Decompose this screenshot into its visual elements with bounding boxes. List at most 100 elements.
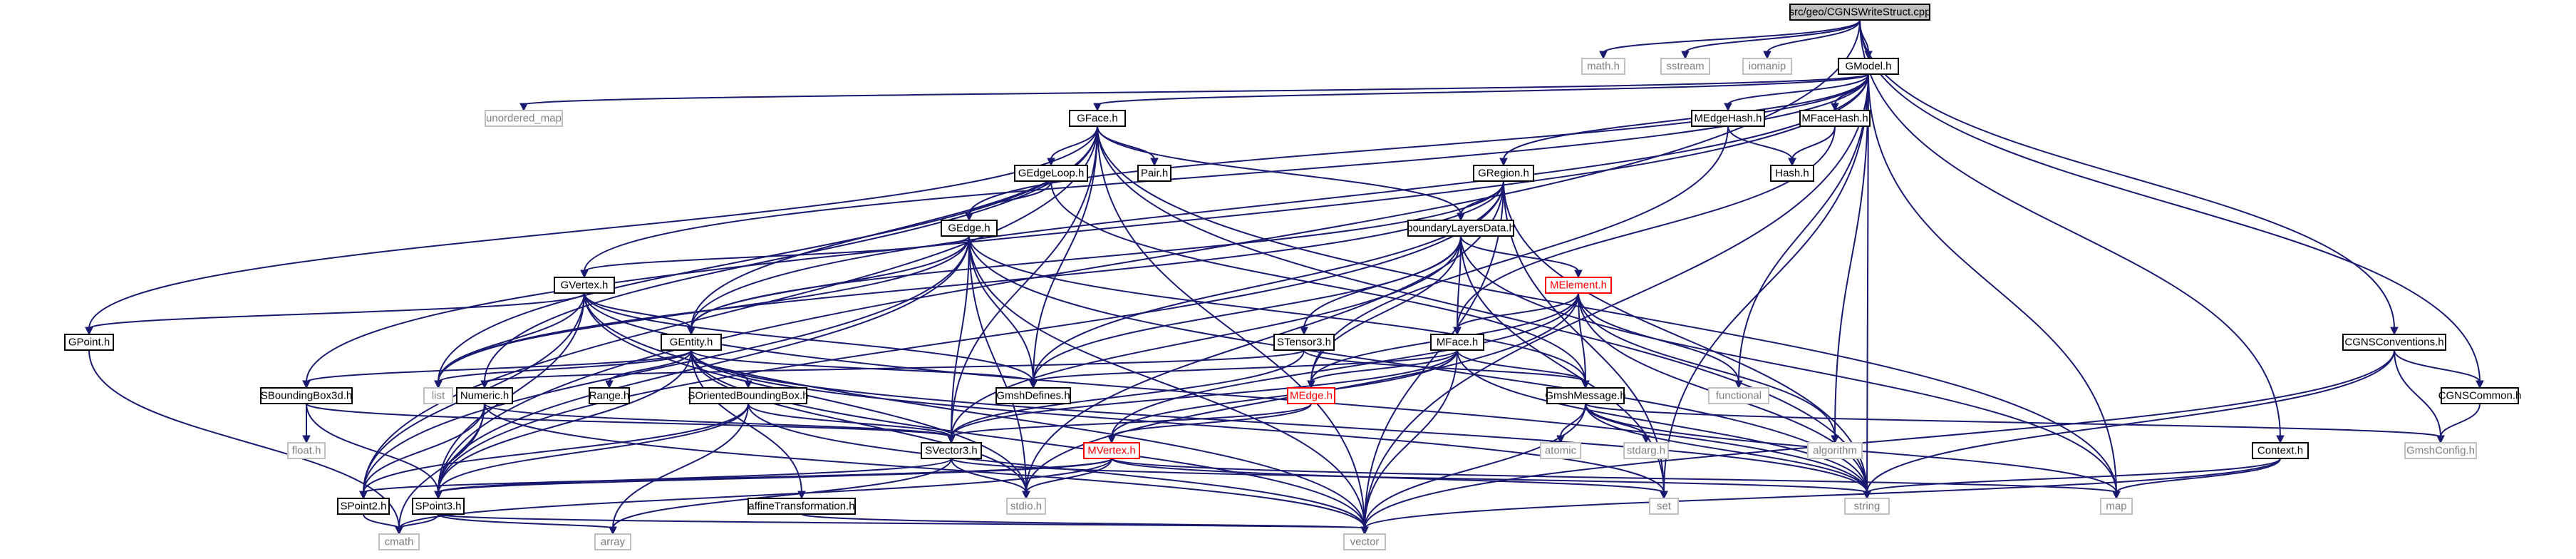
edge-GModel-to-GFace (1097, 73, 1869, 106)
arrowhead-MFace-to-MEdge (1307, 380, 1315, 389)
node-GEdgeLoop[interactable]: GEdgeLoop.h (1014, 165, 1088, 182)
node-MEdge[interactable]: MEdge.h (1287, 387, 1335, 404)
node-GmshMessage[interactable]: GmshMessage.h (1545, 387, 1626, 404)
edge-MVertex-to-set (1111, 458, 1665, 493)
node-MFace[interactable]: MFace.h (1430, 334, 1484, 351)
node-box-SOrientedBoundingBox[interactable] (689, 387, 807, 404)
edge-GEntity-to-vector (690, 349, 1365, 529)
node-box-MFaceHash[interactable] (1799, 110, 1871, 127)
node-box-Numeric[interactable] (456, 387, 513, 404)
edge-GVertex-to-string (584, 292, 1868, 493)
edge-SPoint3-to-vector (438, 513, 1365, 529)
node-label-root: src/geo/CGNSWriteStruct.cpp (1789, 6, 1931, 19)
node-Hash[interactable]: Hash.h (1770, 165, 1814, 182)
arrowhead-Context-to-map (2112, 491, 2121, 500)
node-box-MEdge[interactable] (1287, 387, 1335, 404)
node-label-set: set (1657, 501, 1672, 513)
edge-GEdge-to-vector (968, 235, 1365, 529)
arrowhead-affineTransformation-to-vector (1360, 526, 1369, 535)
node-label-sstream: sstream (1666, 61, 1704, 73)
node-box-MFace[interactable] (1430, 334, 1484, 351)
node-box-GFace[interactable] (1069, 110, 1126, 127)
node-MFaceHash[interactable]: MFaceHash.h (1799, 110, 1871, 127)
node-MElement[interactable]: MElement.h (1545, 277, 1612, 294)
node-box-math_h (1581, 58, 1625, 75)
node-box-Hash[interactable] (1770, 165, 1814, 182)
node-box-SBoundingBox3d[interactable] (260, 387, 353, 404)
node-box-Pair[interactable] (1137, 165, 1171, 182)
node-GRegion[interactable]: GRegion.h (1473, 165, 1534, 182)
node-label-Range: Range.h (589, 390, 630, 402)
node-MVertex[interactable]: MVertex.h (1083, 442, 1140, 459)
node-SBoundingBox3d[interactable]: SBoundingBox3d.h (260, 387, 353, 404)
node-GEntity[interactable]: GEntity.h (661, 334, 722, 351)
arrowhead-root-to-sstream (1681, 51, 1690, 60)
node-GEdge[interactable]: GEdge.h (941, 220, 998, 237)
node-GPoint[interactable]: GPoint.h (64, 334, 114, 351)
node-SPoint2[interactable]: SPoint2.h (337, 498, 390, 515)
node-SVector3[interactable]: SVector3.h (921, 442, 982, 459)
edge-GRegion-to-GmshDefines (1033, 180, 1504, 383)
node-box-Context[interactable] (2252, 442, 2309, 459)
node-box-GRegion[interactable] (1473, 165, 1534, 182)
node-label-GEdgeLoop: GEdgeLoop.h (1018, 168, 1085, 180)
node-MEdgeHash[interactable]: MEdgeHash.h (1691, 110, 1765, 127)
edge-GModel-to-GEntity (690, 73, 1869, 329)
node-box-GmshMessage[interactable] (1546, 387, 1625, 404)
edge-GRegion-to-SPoint3 (438, 180, 1504, 493)
edge-GVertex-to-vector (584, 292, 1365, 529)
edge-STensor3-to-GmshMessage (1303, 349, 1586, 383)
edge-MFace-to-GmshDefines (1033, 349, 1458, 383)
node-root[interactable]: src/geo/CGNSWriteStruct.cpp (1789, 4, 1931, 21)
node-CGNSConventions[interactable]: CGNSConventions.h (2342, 334, 2446, 351)
edge-Numeric-to-SPoint2 (363, 403, 485, 493)
node-box-GEdgeLoop[interactable] (1014, 165, 1088, 182)
edge-GEdge-to-SPoint2 (363, 235, 970, 493)
edge-MFace-to-GmshMessage (1457, 349, 1586, 383)
node-Context[interactable]: Context.h (2252, 442, 2309, 459)
node-box-Range[interactable] (589, 387, 630, 404)
node-box-MEdgeHash[interactable] (1691, 110, 1765, 127)
node-box-SPoint2[interactable] (337, 498, 390, 515)
node-box-boundaryLayersData[interactable] (1407, 220, 1514, 237)
node-box-STensor3[interactable] (1273, 334, 1335, 351)
node-box-root[interactable] (1789, 4, 1930, 21)
node-box-GmshDefines[interactable] (995, 387, 1071, 404)
node-GVertex[interactable]: GVertex.h (554, 277, 615, 294)
node-GModel[interactable]: GModel.h (1838, 58, 1899, 75)
node-box-GVertex[interactable] (554, 277, 615, 294)
node-box-CGNSCommon[interactable] (2441, 387, 2519, 404)
arrowhead-MVertex-to-SPoint3 (434, 491, 443, 500)
node-Range[interactable]: Range.h (589, 387, 630, 404)
node-Numeric[interactable]: Numeric.h (456, 387, 513, 404)
edge-GModel-to-string (1866, 73, 1869, 493)
node-box-SPoint3[interactable] (412, 498, 465, 515)
node-box-MElement[interactable] (1545, 277, 1612, 294)
arrowhead-root-to-math_h (1599, 51, 1608, 60)
node-box-GEdge[interactable] (941, 220, 998, 237)
node-GFace[interactable]: GFace.h (1069, 110, 1126, 127)
edge-GModel-to-SBoundingBox3d (306, 73, 1869, 383)
node-box-SVector3[interactable] (921, 442, 982, 459)
node-STensor3[interactable]: STensor3.h (1273, 334, 1335, 351)
node-box-affineTransformation[interactable] (748, 498, 856, 515)
node-Pair[interactable]: Pair.h (1137, 165, 1171, 182)
node-boundaryLayersData[interactable]: boundaryLayersData.h (1407, 220, 1515, 237)
node-SOrientedBoundingBox[interactable]: SOrientedBoundingBox.h (688, 387, 809, 404)
node-label-list: list (432, 390, 445, 402)
edge-STensor3-to-Numeric (484, 349, 1305, 383)
node-box-GEntity[interactable] (661, 334, 722, 351)
node-box-GModel[interactable] (1838, 58, 1899, 75)
arrowhead-GEntity-to-affineTransformation (797, 491, 806, 500)
node-CGNSCommon[interactable]: CGNSCommon.h (2438, 387, 2522, 404)
node-box-GPoint[interactable] (64, 334, 114, 351)
edge-SOrientedBoundingBox-to-SVector3 (748, 403, 952, 438)
node-affineTransformation[interactable]: affineTransformation.h (748, 498, 856, 515)
node-box-MVertex[interactable] (1083, 442, 1140, 459)
node-label-GRegion: GRegion.h (1478, 168, 1529, 180)
node-GmshDefines[interactable]: GmshDefines.h (995, 387, 1071, 404)
node-box-CGNSConventions[interactable] (2342, 334, 2446, 351)
node-SPoint3[interactable]: SPoint3.h (412, 498, 465, 515)
edge-GmshMessage-to-vector (1364, 403, 1586, 529)
edge-SOrientedBoundingBox-to-array (612, 403, 749, 529)
